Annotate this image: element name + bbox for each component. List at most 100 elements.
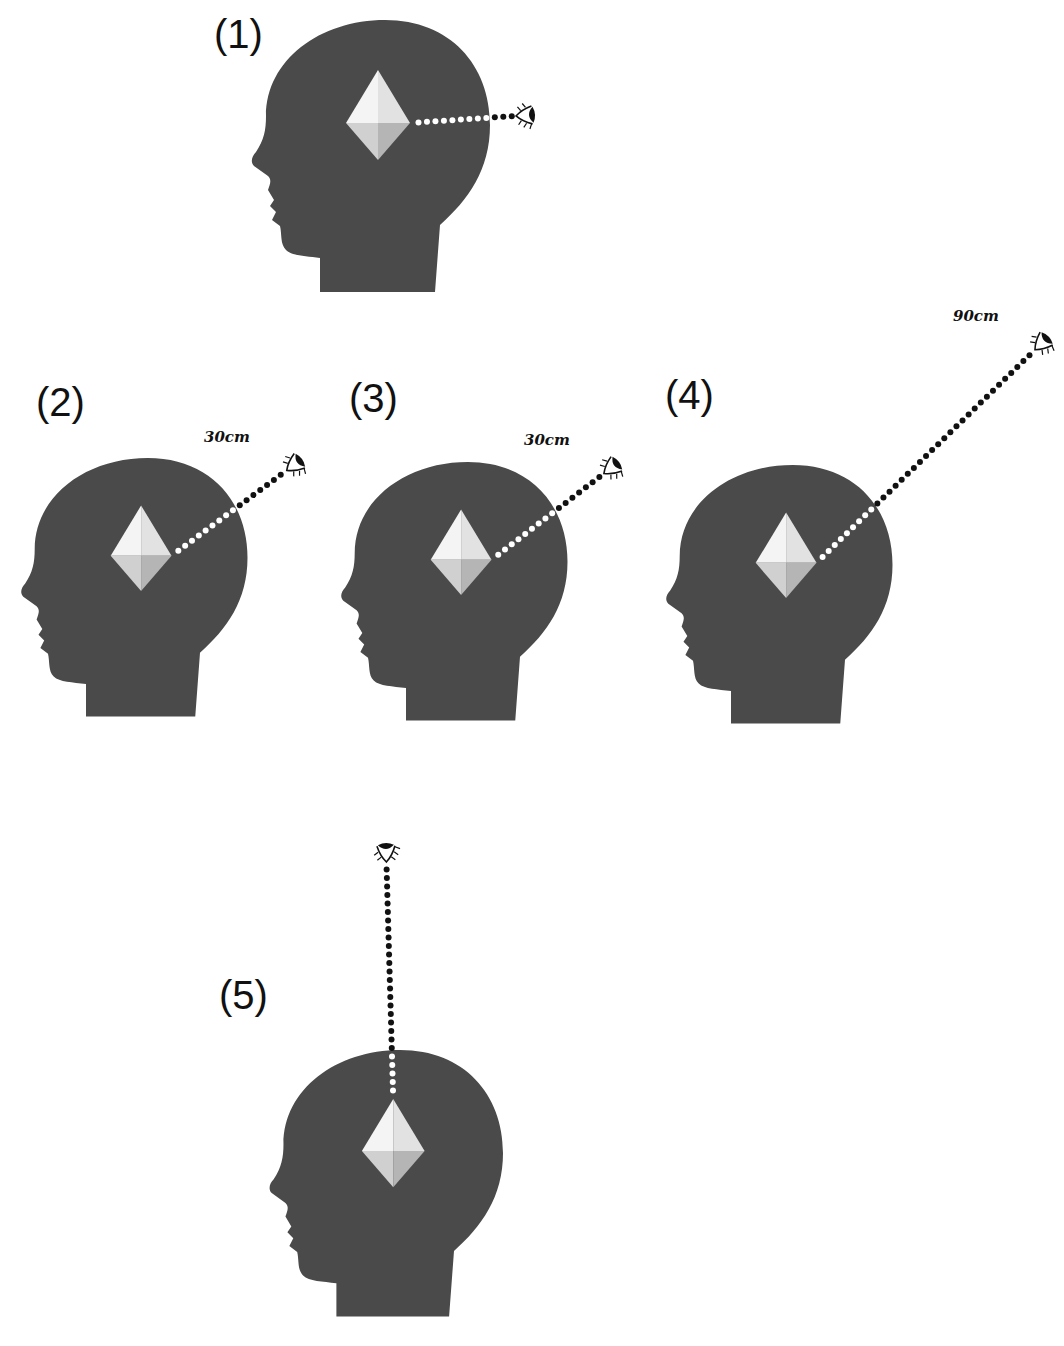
eye-pupil [528, 107, 535, 123]
sight-dot [820, 554, 826, 560]
eye-lash [1032, 334, 1037, 339]
sight-dot [556, 505, 562, 511]
eye-lash [374, 852, 378, 855]
sight-dot [388, 1011, 394, 1017]
diamond-facet [378, 123, 410, 160]
diamond-facet [786, 513, 816, 563]
diamond-facet [461, 510, 491, 560]
sight-dot [984, 394, 990, 400]
head-figure [341, 452, 627, 720]
sight-dot [223, 512, 229, 518]
sight-dot [264, 482, 270, 488]
eye-lash [303, 469, 308, 474]
sight-dot [529, 526, 535, 532]
eye-lash [524, 123, 527, 127]
sight-dot [522, 531, 528, 537]
sight-dot [196, 533, 202, 539]
head-silhouette [252, 20, 490, 292]
sight-dot [244, 497, 250, 503]
sight-dot [502, 546, 508, 552]
sight-dot [390, 1088, 396, 1094]
eye-pupil [378, 843, 394, 849]
sight-dot [182, 543, 188, 549]
sight-dot [947, 429, 953, 435]
sight-dot [874, 501, 880, 507]
sight-dot [388, 1028, 394, 1034]
sight-dot [389, 1062, 395, 1068]
eye-symbol [374, 843, 401, 863]
eye-lash [394, 852, 398, 855]
diamond-facet [346, 123, 378, 160]
sight-dot [515, 536, 521, 542]
sight-dot [990, 388, 996, 394]
diamond-facet [461, 560, 491, 595]
sight-dot [390, 1079, 396, 1085]
sight-dot [386, 952, 392, 958]
eye-lash [518, 121, 521, 125]
sight-dot [230, 507, 236, 513]
eye-pupil [609, 456, 624, 472]
eye-lash [1040, 350, 1045, 355]
sight-dot [887, 489, 893, 495]
head-silhouette [21, 458, 247, 716]
sight-dot [893, 483, 899, 489]
diamond-facet [756, 563, 786, 598]
sight-dot [387, 986, 393, 992]
eye-lash [609, 474, 614, 479]
eye-lash [614, 474, 619, 479]
sight-dot [250, 492, 256, 498]
diamond-facet [141, 556, 171, 591]
sight-dot [483, 115, 489, 121]
eye-lash [1046, 349, 1051, 354]
sight-dot [862, 512, 868, 518]
eye-lash [391, 857, 395, 860]
sight-line [820, 352, 1033, 560]
head-figure [21, 449, 310, 716]
sight-dot [509, 541, 515, 547]
head-figure [252, 20, 536, 292]
eye-symbol [515, 103, 536, 130]
callout-number: (1) [214, 14, 263, 54]
eye-lash [600, 463, 605, 468]
sight-dot [1008, 370, 1014, 376]
sight-dot [1014, 364, 1020, 370]
distance-label: 30cm [204, 430, 250, 445]
eye-lid [598, 457, 622, 481]
diamond-facet [346, 70, 378, 123]
sight-dot [271, 477, 277, 483]
crystal-diamond [756, 513, 817, 599]
crystal-diamond [111, 506, 172, 592]
eye-pupil [1039, 331, 1054, 347]
sight-dot [1026, 352, 1032, 358]
sight-dot [387, 994, 393, 1000]
diamond-facet [393, 1151, 424, 1187]
sight-dot [569, 495, 575, 501]
eye-lid [1029, 332, 1053, 356]
eye-lash [283, 460, 288, 465]
sight-dot [500, 114, 506, 120]
diamond-facet [431, 560, 461, 595]
sight-dot [492, 114, 498, 120]
sight-dot [953, 423, 959, 429]
sight-dot [257, 487, 263, 493]
sight-dot [563, 500, 569, 506]
sight-dot [385, 901, 391, 907]
sight-dot [911, 465, 917, 471]
sight-dot [384, 867, 390, 873]
sight-dot [386, 960, 392, 966]
sight-line [384, 867, 396, 1094]
sight-dot [996, 382, 1002, 388]
head-silhouette [666, 465, 892, 723]
sight-dot [466, 116, 472, 122]
sight-dot [475, 115, 481, 121]
sight-dot [960, 417, 966, 423]
sight-dot [972, 406, 978, 412]
sight-dot [917, 459, 923, 465]
diamond-facet [378, 70, 410, 123]
sight-dot [441, 118, 447, 124]
sight-dot [583, 484, 589, 490]
diamond-facet [393, 1099, 424, 1151]
sight-dot [923, 453, 929, 459]
eye-lash [530, 124, 532, 129]
